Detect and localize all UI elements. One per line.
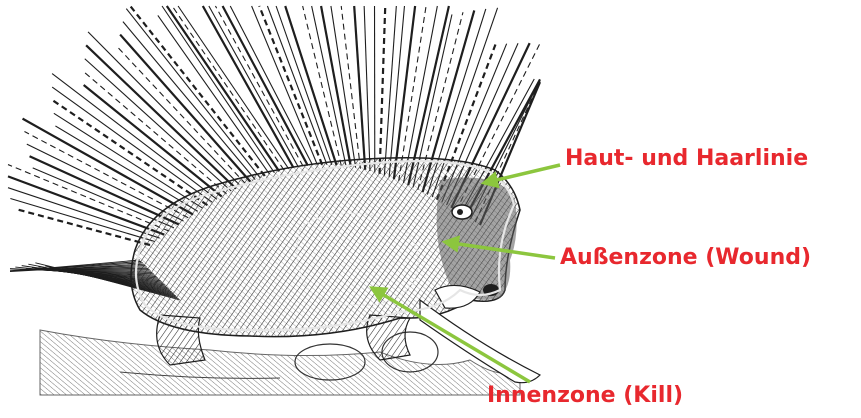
quill (331, 6, 356, 168)
quill (88, 32, 241, 186)
quill (52, 87, 212, 202)
quill (84, 72, 227, 194)
porcupine-body (131, 158, 540, 383)
label-inner-zone: Innenzone (Kill) (487, 385, 683, 407)
quill (380, 6, 386, 174)
quill (53, 100, 208, 205)
quill (364, 6, 370, 171)
quill (267, 6, 327, 165)
label-skin-hair-line: Haut- und Haarlinie (565, 148, 808, 170)
label-outer-zone: Außenzone (Wound) (560, 247, 811, 269)
quill (384, 6, 396, 176)
quill (15, 209, 150, 245)
quill (354, 6, 365, 170)
quill (162, 6, 274, 173)
quill (230, 6, 312, 165)
quill (126, 9, 260, 178)
quill (341, 6, 360, 169)
quill (84, 85, 222, 196)
quill (30, 156, 179, 224)
quill (259, 6, 322, 165)
